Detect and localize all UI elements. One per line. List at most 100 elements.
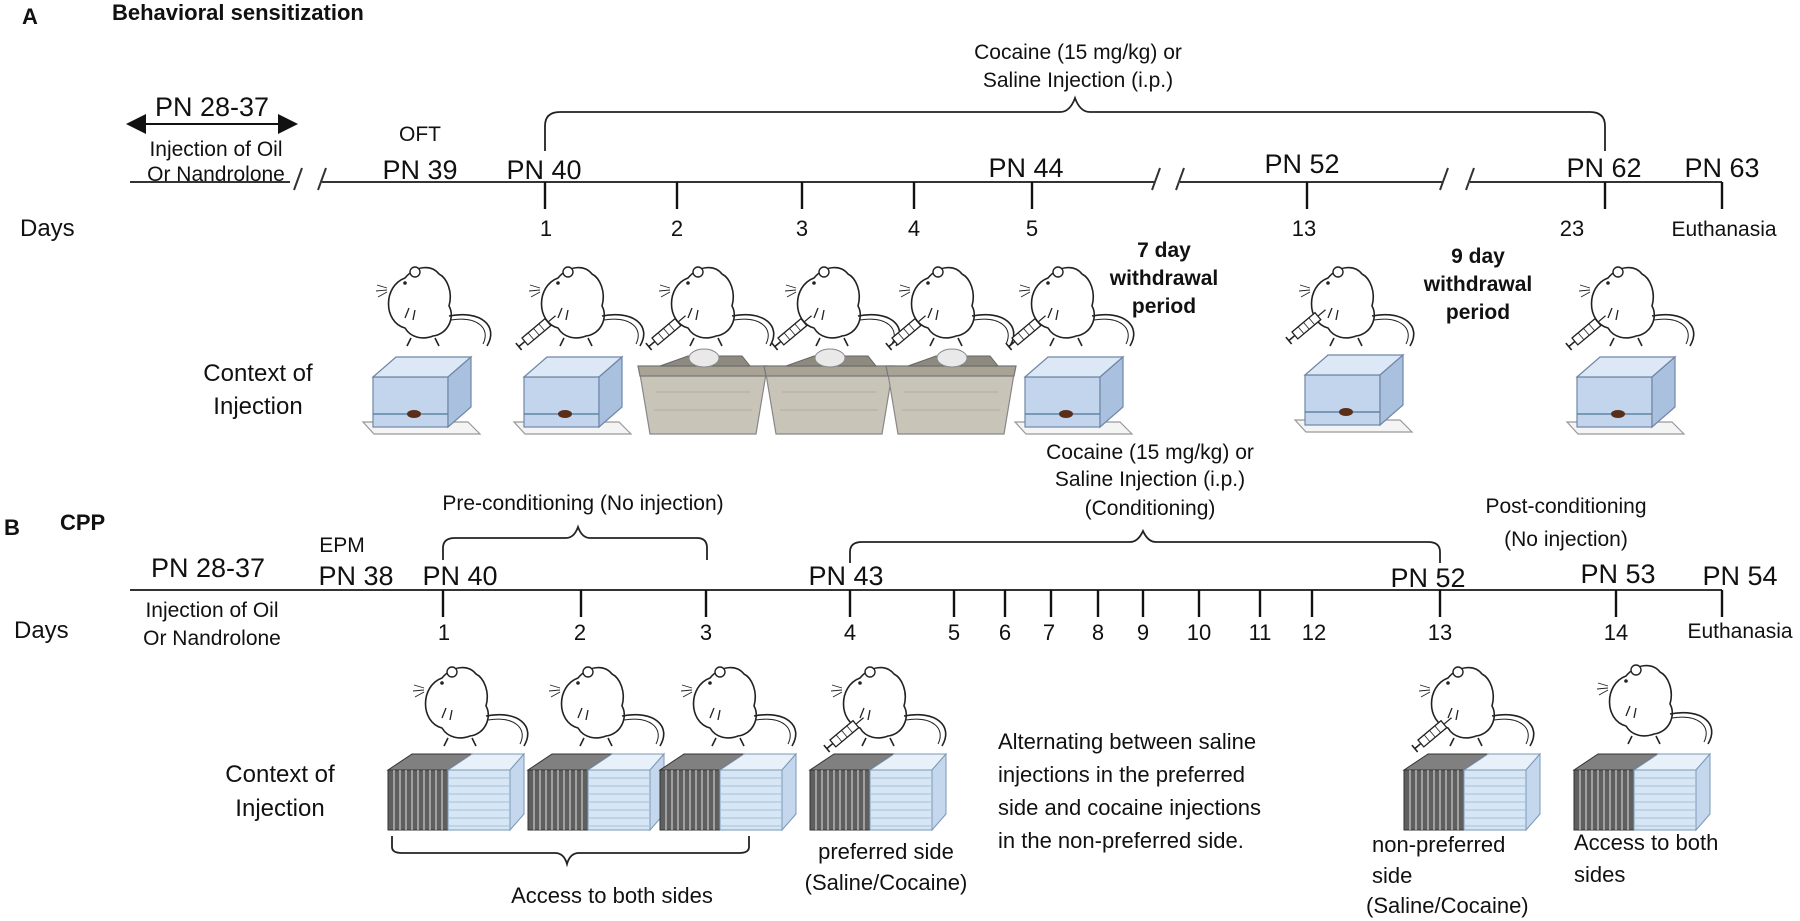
nonpreferred-label-1: non-preferred (1372, 832, 1505, 857)
panel-b-title: CPP (60, 510, 105, 535)
panel-b-context-label-1: Context of (225, 761, 335, 788)
mouse-icon (412, 666, 529, 747)
cpp-apparatus-icon (659, 753, 797, 831)
panel-b-pn-52: PN 52 (1390, 563, 1465, 593)
access-both-2-label-2: sides (1574, 862, 1625, 887)
panel-b-pn-40: PN 40 (422, 561, 497, 591)
panel-b-day-9: 9 (1137, 620, 1149, 645)
panel-b-pn-53: PN 53 (1580, 559, 1655, 589)
mouse-icon (898, 266, 1015, 347)
nonpreferred-label-3: (Saline/Cocaine) (1366, 893, 1529, 918)
alternating-note-2: injections in the preferred (998, 762, 1245, 787)
panel-a-day-4: 4 (908, 216, 920, 241)
panel-b-day-1: 1 (438, 620, 450, 645)
panel-a-pn-39: PN 39 (382, 155, 457, 185)
panel-a-pn-52: PN 52 (1264, 149, 1339, 179)
panel-a-letter: A (22, 4, 38, 29)
panel-a-brace-label-2: Saline Injection (i.p.) (983, 69, 1173, 92)
panel-b-pn-54: PN 54 (1702, 561, 1777, 591)
withdrawal-7-line-3: period (1132, 295, 1196, 318)
syringe-icon (515, 311, 560, 351)
cpp-apparatus-icon (527, 753, 665, 831)
panel-a-context-label-1: Context of (203, 360, 313, 387)
panel-b-euthanasia-label: Euthanasia (1687, 620, 1792, 643)
panel-b-day-5: 5 (948, 620, 960, 645)
panel-b-letter: B (4, 515, 20, 540)
syringe-icon (1005, 311, 1050, 351)
alternating-note-3: side and cocaine injections (998, 795, 1261, 820)
panel-a-day-5: 5 (1026, 216, 1038, 241)
precond-brace (442, 524, 708, 560)
mouse-icon (680, 666, 797, 747)
panel-a-pretreat-desc-2: Or Nandrolone (147, 163, 285, 186)
withdrawal-9-line-1: 9 day (1451, 245, 1505, 268)
panel-b-context-label-2: Injection (235, 795, 324, 822)
syringe-icon (1565, 311, 1610, 351)
open-field-box-icon (1014, 356, 1133, 435)
panel-b-pn-43: PN 43 (808, 561, 883, 591)
panel-a-ticks (543, 182, 1724, 209)
panel-a-pretreat-desc-1: Injection of Oil (149, 138, 282, 161)
panel-a-euthanasia-label: Euthanasia (1671, 218, 1776, 241)
panel-a-title: Behavioral sensitization (112, 0, 364, 25)
panel-a-context-label-2: Injection (213, 393, 302, 420)
panel-b-day-11: 11 (1249, 620, 1272, 645)
panel-a-pn-44: PN 44 (988, 153, 1063, 183)
withdrawal-9-line-3: period (1446, 301, 1510, 324)
cond-label-1: Cocaine (15 mg/kg) or (1046, 441, 1254, 464)
home-cage-icon (885, 348, 1017, 435)
mouse-icon (784, 266, 901, 347)
panel-a-brace-label-1: Cocaine (15 mg/kg) or (974, 41, 1182, 64)
epm-label: EPM (319, 534, 365, 557)
panel-a-day-1: 1 (540, 216, 552, 241)
access-both-label: Access to both sides (511, 883, 713, 908)
preferred-label-1: preferred side (818, 839, 954, 864)
access-both-2-label-1: Access to both (1574, 830, 1718, 855)
panel-a-day-2: 2 (671, 216, 683, 241)
panel-b-pretreat-desc-2: Or Nandrolone (143, 627, 281, 650)
panel-b-ticks (441, 590, 1724, 617)
withdrawal-7-line-2: withdrawal (1109, 267, 1219, 290)
mouse-icon (528, 266, 645, 347)
panel-a-treatment-brace (544, 95, 1606, 151)
panel-b-day-13: 13 (1428, 620, 1452, 645)
panel-b-day-12: 12 (1302, 620, 1326, 645)
open-field-box-icon (513, 356, 632, 435)
precond-label: Pre-conditioning (No injection) (442, 492, 723, 515)
panel-a-days-label: Days (20, 215, 75, 242)
mouse-icon (658, 266, 775, 347)
panel-a-day-13: 13 (1292, 216, 1316, 241)
withdrawal-7-line-1: 7 day (1137, 239, 1191, 262)
panel-a-day-23: 23 (1560, 216, 1584, 241)
mouse-icon (1596, 664, 1713, 745)
panel-a-pretreat-range: PN 28-37 (155, 92, 269, 122)
panel-b-day-10: 10 (1187, 620, 1211, 645)
cond-label-3: (Conditioning) (1085, 497, 1216, 520)
cpp-apparatus-icon (1573, 753, 1711, 831)
oft-label: OFT (399, 123, 441, 146)
panel-b-day-4: 4 (844, 620, 856, 645)
withdrawal-9-line-2: withdrawal (1423, 273, 1533, 296)
mouse-icon (548, 666, 665, 747)
mouse-icon (375, 266, 492, 347)
cpp-apparatus-icon (387, 753, 525, 831)
panel-a-timeline (130, 167, 1722, 191)
panel-b-pretreat-desc-1: Injection of Oil (145, 599, 278, 622)
postcond-label-1: Post-conditioning (1485, 495, 1646, 518)
syringe-icon (1411, 713, 1456, 753)
syringe-icon (823, 713, 868, 753)
mouse-icon (1298, 266, 1415, 347)
panel-a-day-3: 3 (796, 216, 808, 241)
home-cage-icon (763, 348, 895, 435)
panel-a-pn-63: PN 63 (1684, 153, 1759, 183)
panel-b-day-2: 2 (574, 620, 586, 645)
open-field-box-icon (1294, 354, 1413, 433)
alternating-note-1: Alternating between saline (998, 729, 1256, 754)
syringe-icon (885, 311, 930, 351)
preferred-label-2: (Saline/Cocaine) (805, 870, 968, 895)
mouse-icon (1578, 266, 1695, 347)
cond-label-2: Saline Injection (i.p.) (1055, 468, 1245, 491)
nonpreferred-label-2: side (1372, 863, 1412, 888)
postcond-label-2: (No injection) (1504, 528, 1628, 551)
open-field-box-icon (362, 356, 481, 435)
